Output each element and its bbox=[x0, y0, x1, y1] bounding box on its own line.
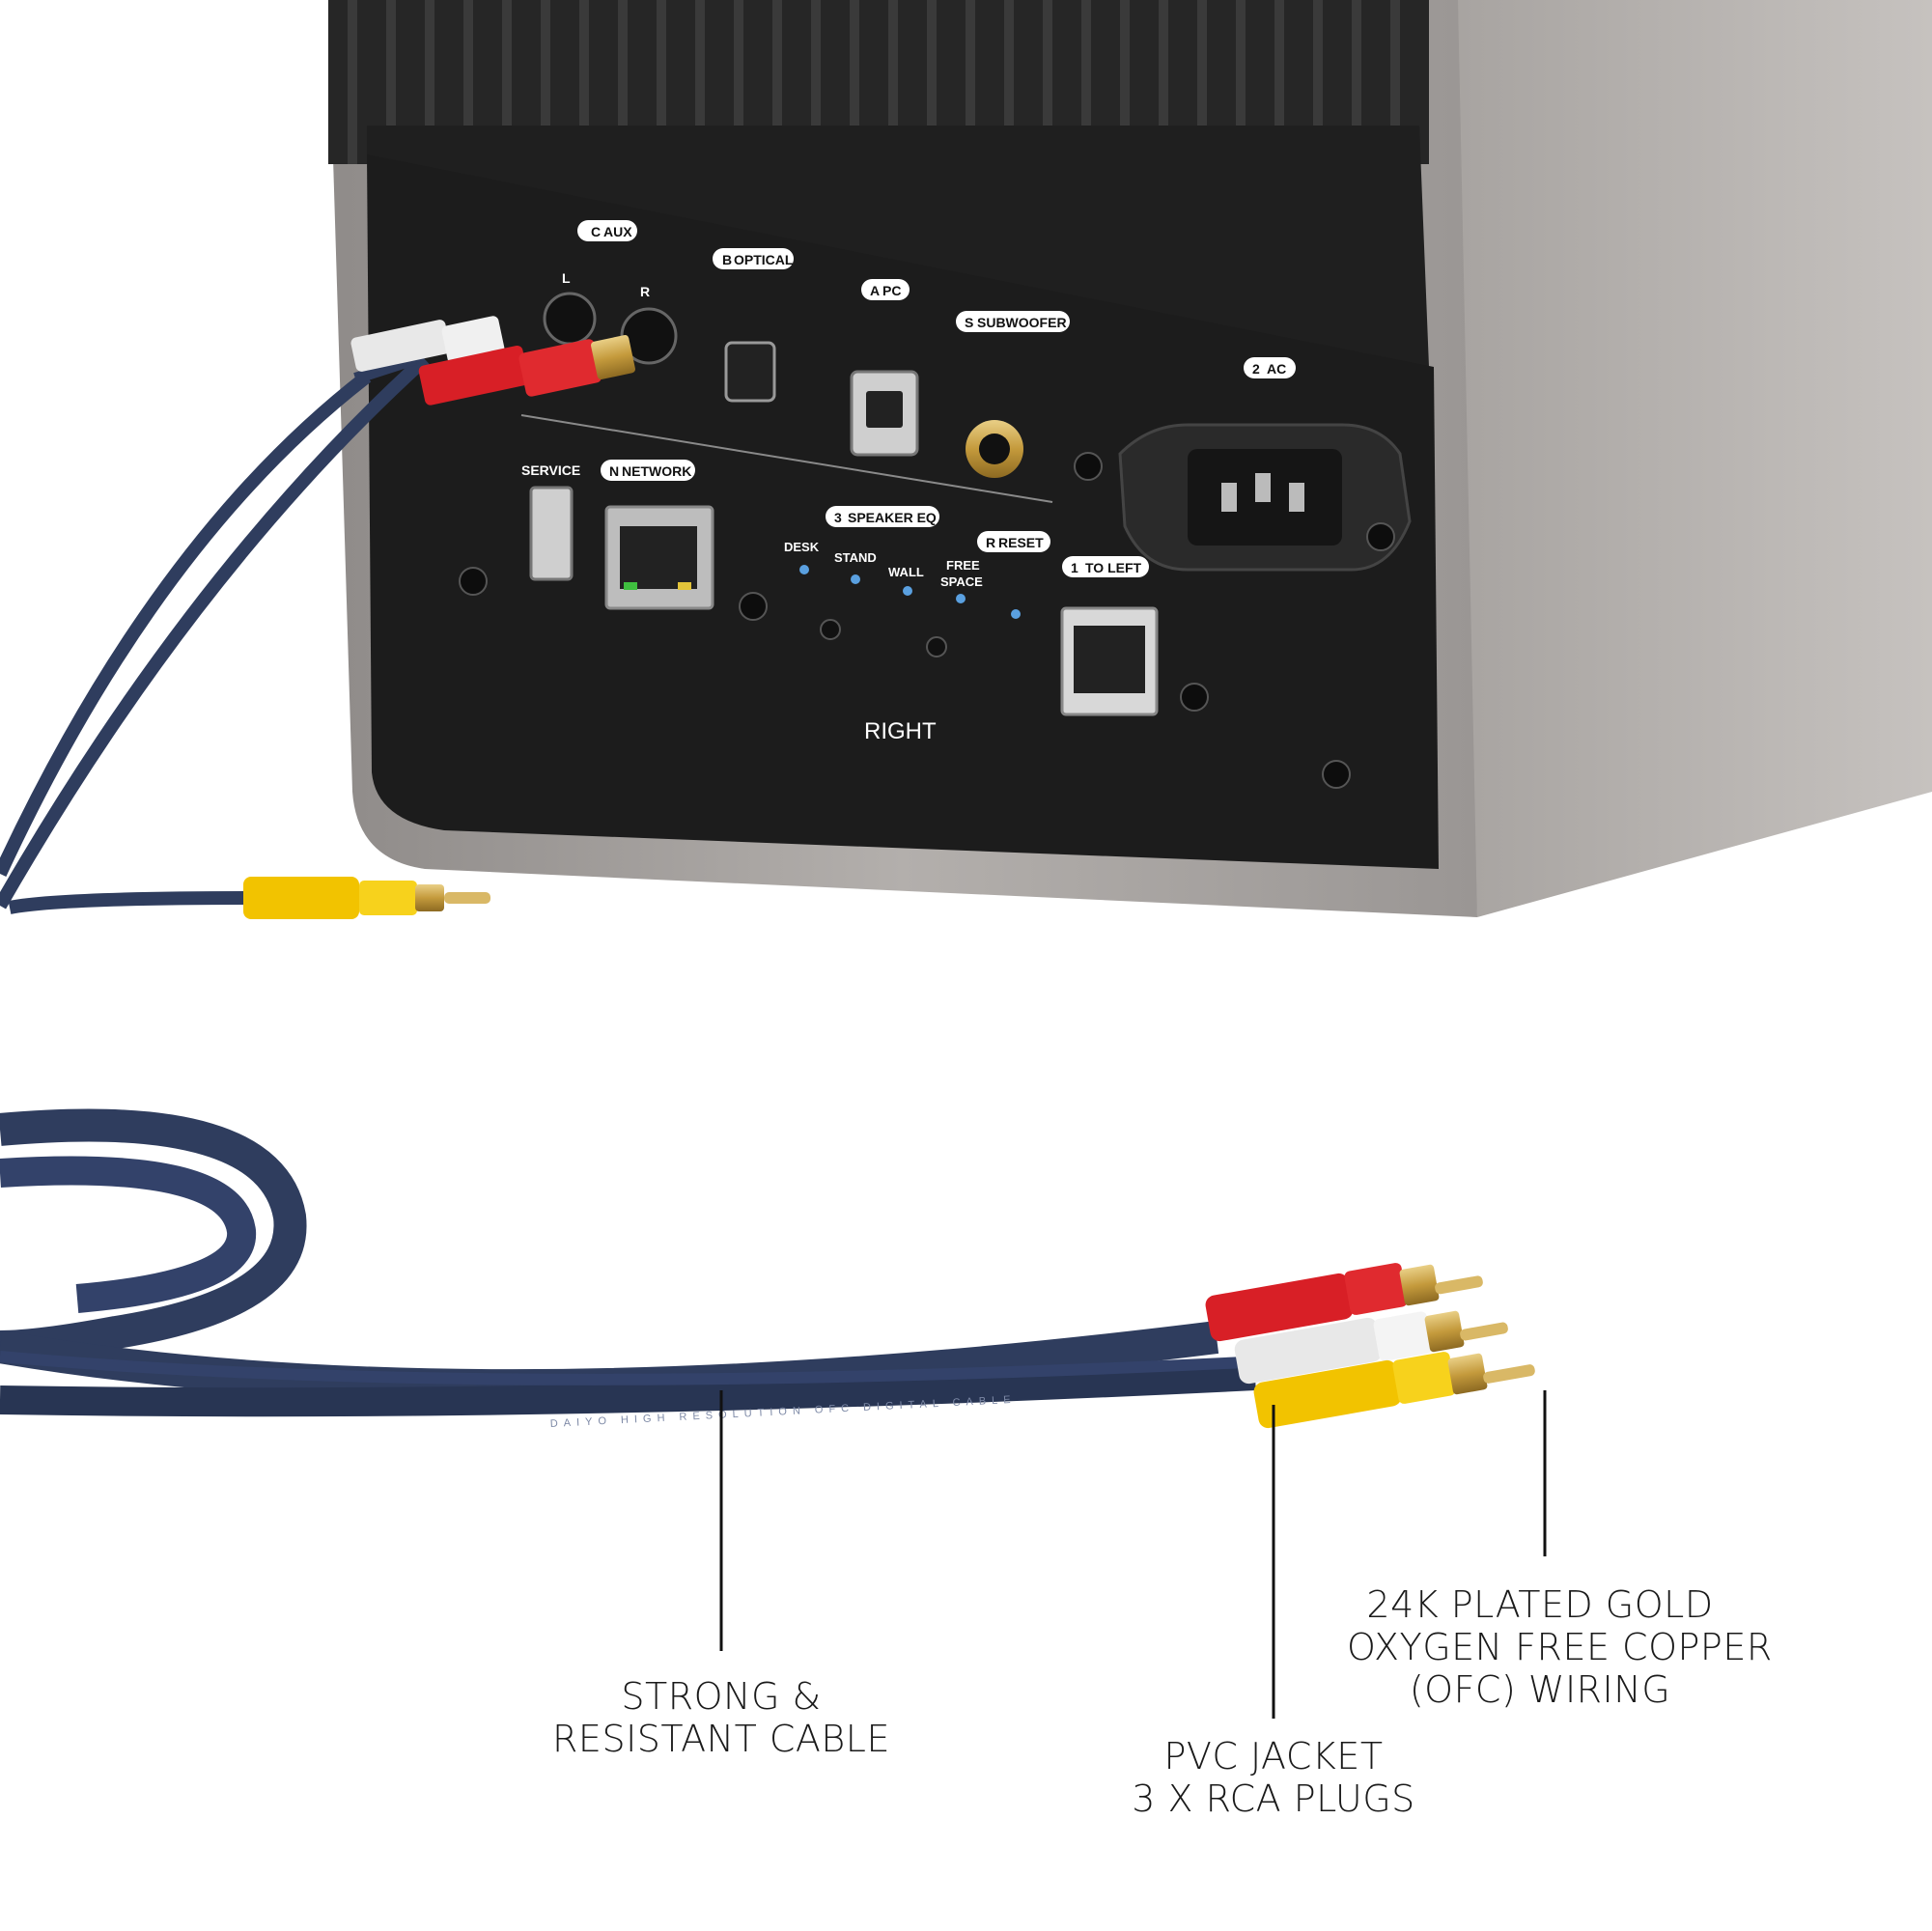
aux-left-jack bbox=[543, 292, 597, 346]
pc-text: PC bbox=[882, 283, 901, 298]
panel-divider bbox=[520, 414, 1053, 503]
subwoofer-badge: S bbox=[965, 315, 973, 330]
optical-label: B OPTICAL bbox=[713, 248, 794, 269]
port-labels: C AUX L R B OPTICAL A PC S SUBWOOFER 2 A… bbox=[521, 220, 1296, 744]
aux-label: C AUX bbox=[577, 220, 637, 241]
to-left-label: 1 TO LEFT bbox=[1062, 556, 1149, 577]
service-label: SERVICE bbox=[521, 462, 580, 478]
cable-callout-line1: STRONG & bbox=[621, 1675, 822, 1718]
eq-button-1 bbox=[820, 619, 841, 640]
subwoofer-label: S SUBWOOFER bbox=[956, 311, 1070, 332]
reset-label: R RESET bbox=[977, 531, 1050, 552]
ac-label: 2 AC bbox=[1244, 357, 1296, 378]
optical-badge: B bbox=[722, 252, 732, 267]
gold-callout: 24K PLATED GOLD OXYGEN FREE COPPER (OFC)… bbox=[1347, 1583, 1773, 1711]
network-text: NETWORK bbox=[622, 463, 691, 479]
screw-5 bbox=[1180, 683, 1209, 712]
eq-desk-label: DESK bbox=[784, 540, 820, 554]
network-label: N NETWORK bbox=[601, 460, 695, 481]
jacket-callout-line2: 3 X RCA PLUGS bbox=[1132, 1777, 1415, 1820]
to-left-badge: 1 bbox=[1071, 560, 1078, 575]
optical-text: OPTICAL bbox=[734, 252, 794, 267]
side-label: RIGHT bbox=[864, 718, 937, 744]
yellow-plug-loose bbox=[243, 877, 490, 919]
aux-right-label: R bbox=[640, 284, 650, 299]
ac-badge: 2 bbox=[1252, 361, 1260, 377]
speaker-eq-text: SPEAKER EQ bbox=[848, 510, 937, 525]
reset-led bbox=[1011, 609, 1021, 619]
cable-callout: STRONG & RESISTANT CABLE bbox=[528, 1675, 914, 1760]
speaker-eq-label: 3 SPEAKER EQ bbox=[826, 506, 939, 527]
red-plug-connected bbox=[418, 335, 635, 406]
pc-badge: A bbox=[870, 283, 880, 298]
white-plug bbox=[1234, 1310, 1508, 1385]
gold-callout-line2: OXYGEN FREE COPPER bbox=[1347, 1626, 1773, 1668]
screw-3 bbox=[1074, 452, 1103, 481]
usb-a-port bbox=[529, 486, 574, 581]
gold-callout-line1: 24K PLATED GOLD bbox=[1366, 1583, 1714, 1626]
screw-6 bbox=[1322, 760, 1351, 789]
ports bbox=[459, 292, 1412, 789]
speaker-eq-badge: 3 bbox=[834, 510, 842, 525]
screw-1 bbox=[459, 567, 488, 596]
eq-led-wall bbox=[903, 586, 912, 596]
aux-badge: C bbox=[591, 224, 601, 239]
jacket-callout-line1: PVC JACKET bbox=[1163, 1735, 1384, 1777]
eq-led-stand bbox=[851, 574, 860, 584]
heatsink-lower bbox=[367, 126, 1429, 367]
optical-port bbox=[724, 341, 776, 403]
eq-stand-label: STAND bbox=[834, 550, 877, 565]
connected-cable bbox=[0, 316, 635, 919]
eq-button-2 bbox=[926, 636, 947, 658]
to-left-text: TO LEFT bbox=[1085, 560, 1142, 575]
screw-4 bbox=[1366, 522, 1395, 551]
eq-wall-label: WALL bbox=[888, 565, 924, 579]
red-plug bbox=[1205, 1263, 1483, 1342]
screw-2 bbox=[739, 592, 768, 621]
eq-space-label: SPACE bbox=[940, 574, 983, 589]
cable-callout-line2: RESISTANT CABLE bbox=[552, 1718, 890, 1760]
aux-left-label: L bbox=[562, 270, 571, 286]
gold-callout-line3: (OFC) WIRING bbox=[1409, 1668, 1671, 1711]
reset-text: RESET bbox=[998, 535, 1044, 550]
eq-led-desk bbox=[799, 565, 809, 574]
reset-badge: R bbox=[986, 535, 995, 550]
subwoofer-text: SUBWOOFER bbox=[977, 315, 1067, 330]
jacket-callout: PVC JACKET 3 X RCA PLUGS bbox=[1090, 1735, 1457, 1820]
network-badge: N bbox=[609, 463, 619, 479]
eq-free-label: FREE bbox=[946, 558, 980, 573]
pc-label: A PC bbox=[861, 279, 910, 300]
speaker-side-panel bbox=[1429, 0, 1932, 917]
yellow-plug bbox=[1253, 1352, 1535, 1429]
ac-text: AC bbox=[1267, 361, 1286, 377]
coiled-cable: DAIYO HIGH RESOLUTION OFC DIGITAL CABLE bbox=[0, 1108, 1535, 1430]
eq-led-free-space bbox=[956, 594, 966, 603]
aux-text: AUX bbox=[603, 224, 632, 239]
